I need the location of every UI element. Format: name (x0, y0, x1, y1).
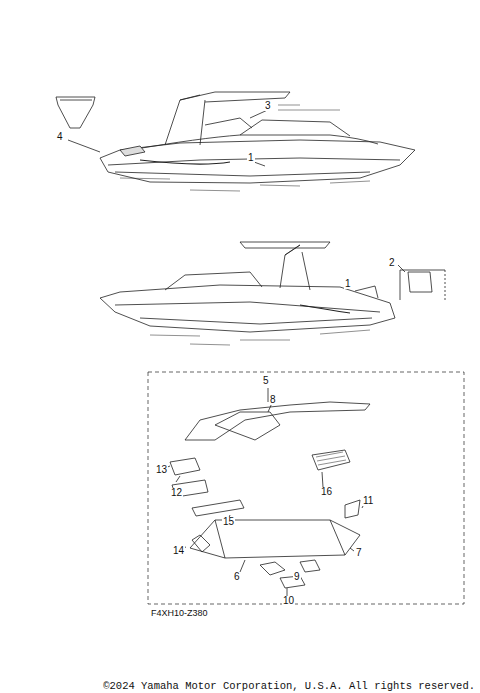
callout-number: 5 (262, 376, 270, 386)
copyright-notice: ©2024 Yamaha Motor Corporation, U.S.A. A… (102, 681, 476, 692)
callout-number: 15 (222, 517, 235, 527)
callout-number: 12 (170, 488, 183, 498)
callout-number: 6 (233, 572, 241, 582)
boat-top (56, 92, 415, 191)
diagram-code: F4XH10-Z380 (150, 609, 209, 618)
callout-number: 16 (320, 487, 333, 497)
callout-number: 1 (344, 279, 352, 289)
callout-number: 9 (293, 572, 301, 582)
boat-middle (100, 242, 445, 345)
callout-number: 7 (355, 548, 363, 558)
callout-number: 13 (155, 465, 168, 475)
callout-number: 10 (282, 596, 295, 606)
callout-number: 11 (362, 496, 374, 506)
callout-number: 4 (56, 132, 64, 142)
parts-kit (165, 388, 370, 596)
callout-number: 14 (172, 546, 185, 556)
callout-number: 2 (388, 258, 396, 268)
callout-number: 3 (264, 101, 272, 111)
callout-number: 8 (269, 395, 277, 405)
callout-number: 1 (247, 153, 255, 163)
